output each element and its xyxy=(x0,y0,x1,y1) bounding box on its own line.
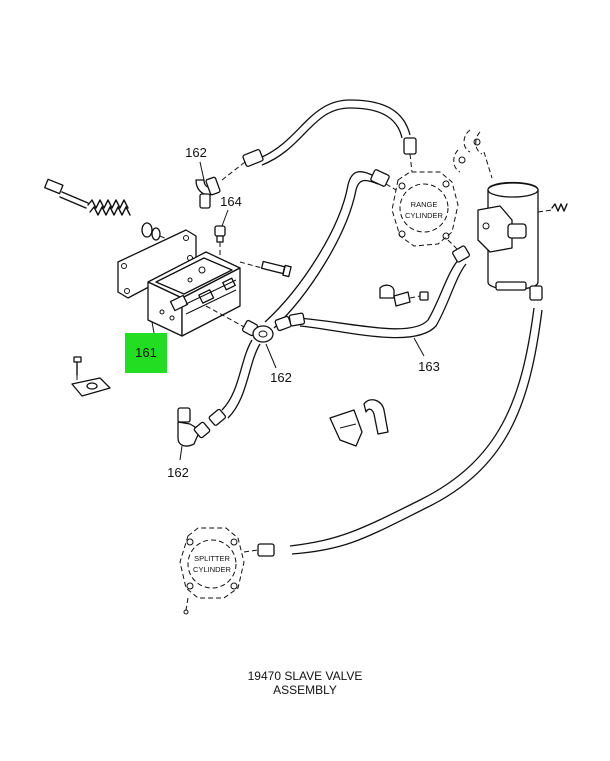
small-clip xyxy=(71,377,111,397)
caption-title: 19470 SLAVE VALVE xyxy=(247,669,363,683)
callout-162-top-label: 162 xyxy=(185,145,207,160)
splitter-cylinder: SPLITTER CYLINDER xyxy=(179,527,275,615)
callout-162-bottom-label: 162 xyxy=(167,465,189,480)
splitter-cylinder-label-1: SPLITTER xyxy=(194,554,230,563)
caption-subtitle: ASSEMBLY xyxy=(273,683,337,697)
callout-162-top: 162 xyxy=(185,145,207,181)
callout-164: 164 xyxy=(220,194,242,227)
hose-163 xyxy=(295,257,467,339)
mounting-bracket xyxy=(329,399,389,447)
slave-valve-body xyxy=(147,251,241,337)
callout-163-label: 163 xyxy=(418,359,440,374)
callout-164-label: 164 xyxy=(220,194,242,209)
elbow-fitting-top xyxy=(195,149,264,209)
fitting-164 xyxy=(214,225,226,256)
air-filter-regulator xyxy=(453,129,568,301)
hose-filter-to-splitter xyxy=(289,307,543,555)
plunger-rod xyxy=(44,178,179,245)
tee-fitting-mid xyxy=(205,305,306,343)
elbow-fitting-bottom xyxy=(177,407,227,447)
hose-tee-to-range xyxy=(264,171,379,329)
hose-clamp xyxy=(379,284,429,307)
callout-161-highlight xyxy=(125,333,167,373)
range-cylinder-label-1: RANGE xyxy=(411,200,438,209)
callout-161: 161 xyxy=(125,321,167,373)
callout-161-label: 161 xyxy=(135,345,157,360)
range-cylinder: RANGE CYLINDER xyxy=(370,137,470,263)
callout-162-mid: 162 xyxy=(265,343,292,385)
callout-162-bottom: 162 xyxy=(167,445,189,480)
callout-163: 163 xyxy=(413,337,440,374)
splitter-cylinder-label-2: CYLINDER xyxy=(193,565,232,574)
hose-top-loop xyxy=(261,99,411,166)
callout-162-mid-label: 162 xyxy=(270,370,292,385)
clip-screw xyxy=(73,356,82,382)
hose-tee-to-elbow xyxy=(221,339,261,419)
mounting-bolt xyxy=(239,260,292,278)
range-cylinder-label-2: CYLINDER xyxy=(405,211,444,220)
